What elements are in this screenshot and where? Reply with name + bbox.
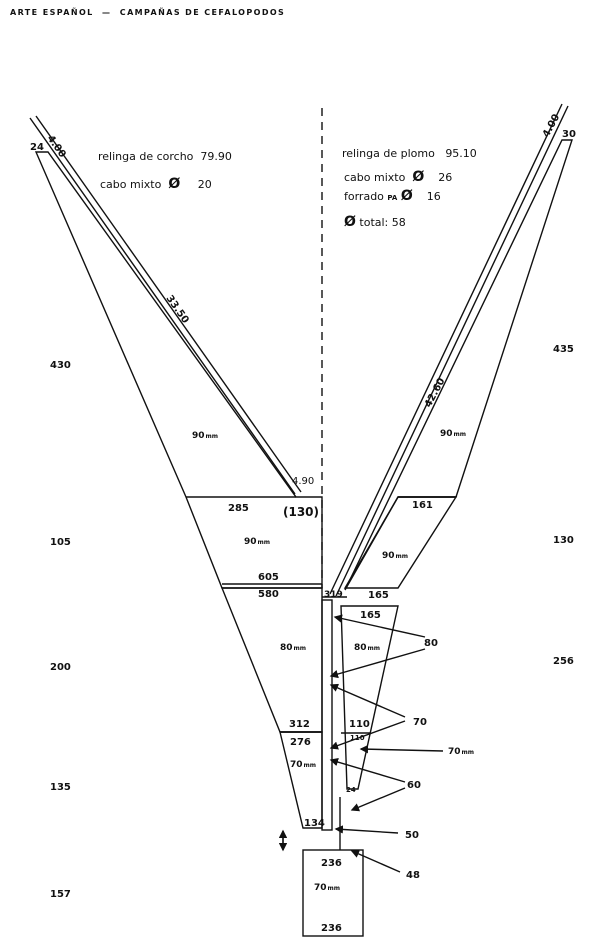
header-right: CAMPAÑAS DE CEFALOPODOS [119, 8, 286, 17]
left-cabo-symbol: Ø [168, 176, 181, 192]
codend-bottom-width: 236 [321, 923, 342, 934]
right-relinga-label: relinga de plomo [342, 147, 435, 160]
right-relinga-note: relinga de plomo 95.10 [342, 147, 477, 160]
callout-70: 70 [413, 717, 427, 728]
left-side-number-4: 135 [50, 782, 71, 793]
right-cabo-value: 26 [438, 171, 453, 184]
left-width-276: 276 [290, 737, 311, 748]
left-width-312: 312 [289, 719, 310, 730]
right-width-161: 161 [412, 500, 433, 511]
left-belly-panel [220, 587, 323, 733]
codend-mesh: 70mm [314, 883, 340, 893]
left-width-605: 605 [258, 572, 279, 583]
left-width-319: 319 [324, 590, 343, 600]
left-headrope-outer [29, 117, 296, 495]
left-relinga-label: relinga de corcho [98, 150, 194, 163]
right-wing-panel [344, 139, 573, 591]
left-belly-mesh: 80mm [280, 643, 306, 653]
right-cabo-symbol: Ø [412, 169, 425, 185]
left-square-mesh: 90mm [244, 537, 270, 547]
left-main-rope-label: 33.50 [164, 293, 191, 325]
right-width-165-b: 165 [360, 610, 381, 621]
right-total-symbol: Ø [344, 214, 356, 230]
codend-top-width: 236 [321, 858, 342, 869]
codend-panel [302, 849, 364, 937]
callout-60-leader-b [350, 787, 406, 812]
left-width-285: 285 [228, 503, 249, 514]
header-dash: — [102, 8, 112, 17]
right-wing-mesh: 90mm [440, 429, 466, 439]
right-total-note: Ø total: 58 [344, 214, 406, 230]
right-forrado-symbol: Ø [400, 188, 413, 204]
left-relinga-value: 79.90 [200, 150, 232, 163]
left-join-label: 4.90 [292, 476, 314, 487]
left-top-width: 24 [30, 142, 44, 153]
left-width-130: (130) [283, 505, 319, 519]
callout-50: 50 [405, 830, 419, 841]
right-total-label: total: [359, 216, 389, 229]
right-belly-mesh: 80mm [354, 643, 380, 653]
right-forrado-sub: PA [387, 194, 398, 202]
right-forrado-value: 16 [426, 190, 441, 203]
left-side-number-1: 430 [50, 360, 71, 371]
right-width-110-a: 110 [349, 719, 370, 730]
callout-60: 60 [407, 780, 421, 791]
callout-80-leader-b [329, 648, 426, 679]
right-width-165-a: 165 [368, 590, 389, 601]
left-headrope-inner [35, 115, 302, 493]
right-side-number-1: 435 [553, 344, 574, 355]
callout-80: 80 [424, 638, 438, 649]
callout-70-leader-b [329, 720, 406, 750]
left-side-number-2: 105 [50, 537, 71, 548]
right-cabo-note: cabo mixto Ø 26 [344, 169, 452, 185]
left-side-number-3: 200 [50, 662, 71, 673]
right-width-24: 24 [346, 786, 356, 794]
callout-70mm-leader [359, 744, 444, 754]
left-top-rope-label: 4.00 [45, 133, 68, 160]
right-total-value: 58 [391, 216, 406, 229]
callout-50-leader [334, 825, 399, 834]
callout-80-leader-a [333, 614, 426, 638]
center-strip [321, 599, 333, 831]
header-left: ARTE ESPAÑOL [10, 8, 94, 17]
right-groundrope-outer [335, 105, 569, 597]
left-wing-mesh: 90mm [192, 431, 218, 441]
left-width-134: 134 [304, 818, 325, 829]
right-side-number-2: 130 [553, 535, 574, 546]
page-header: ARTE ESPAÑOL — CAMPAÑAS DE CEFALOPODOS [10, 8, 285, 17]
callout-70-leader-a [329, 683, 406, 718]
right-forrado-note: forrado PA Ø 16 [344, 188, 441, 204]
right-width-110-b: 110 [350, 734, 365, 742]
right-side-number-3: 256 [553, 656, 574, 667]
right-groundrope-inner [329, 103, 563, 595]
right-square-mesh: 90mm [382, 551, 408, 561]
right-top-width: 30 [562, 129, 576, 140]
right-relinga-value: 95.10 [445, 147, 477, 160]
left-cabo-note: cabo mixto Ø 20 [100, 176, 212, 192]
right-forrado-label: forrado [344, 190, 384, 203]
right-cabo-label: cabo mixto [344, 171, 406, 184]
callout-48: 48 [406, 870, 420, 881]
right-main-rope-label: 42.60 [423, 376, 448, 409]
left-width-580: 580 [258, 589, 279, 600]
left-wing-panel [34, 151, 323, 589]
callout-70mm: 70mm [448, 747, 474, 757]
left-cabo-label: cabo mixto [100, 178, 162, 191]
left-relinga-note: relinga de corcho 79.90 [98, 150, 232, 163]
right-square-panel [343, 496, 458, 589]
right-belly-panel [340, 605, 399, 790]
left-lower-mesh: 70mm [290, 760, 316, 770]
callout-60-leader-a [329, 757, 406, 783]
left-cabo-value: 20 [197, 178, 212, 191]
callout-48-leader [350, 849, 401, 873]
left-side-number-5: 157 [50, 889, 71, 900]
